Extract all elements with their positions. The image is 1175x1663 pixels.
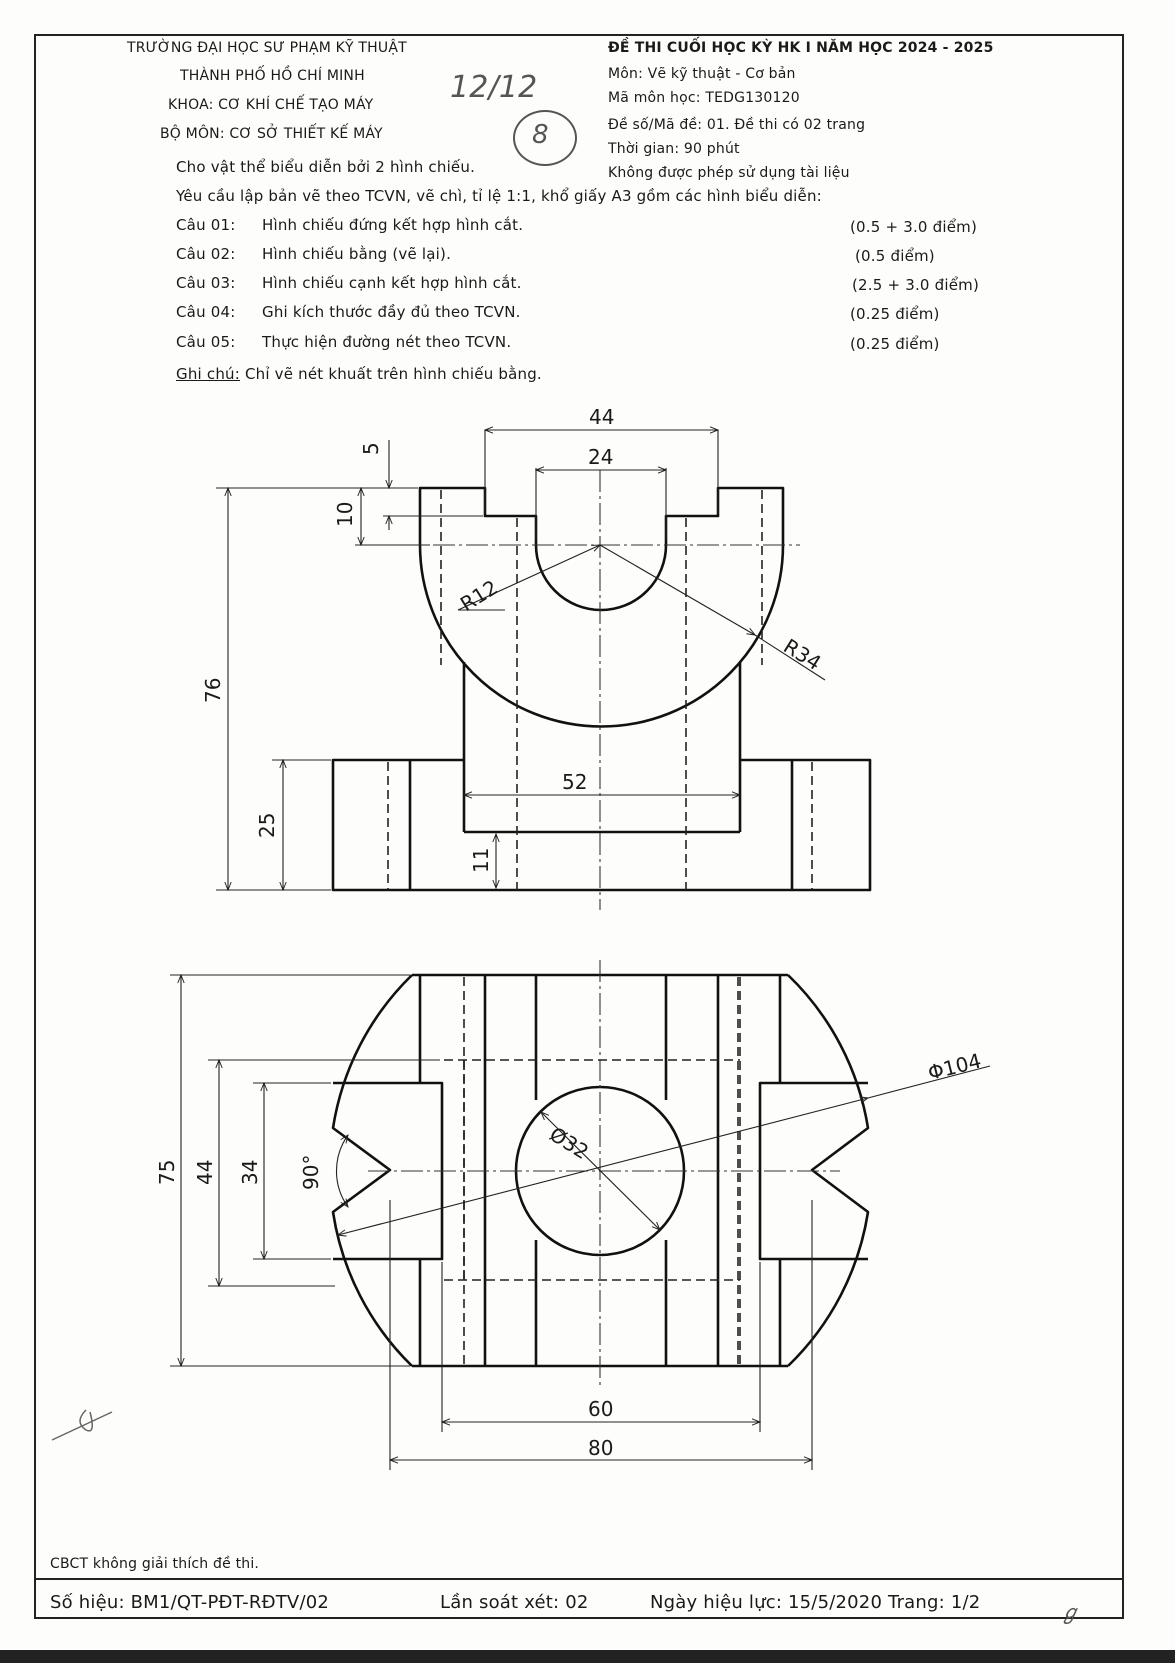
exam-code: Đề số/Mã đề: 01. Đề thi có 02 trang (608, 117, 866, 133)
dim-90deg: 90° (299, 1155, 323, 1190)
scan-bottom-edge (0, 1650, 1175, 1663)
footer-note: CBCT không giải thích đề thi. (50, 1556, 260, 1572)
dim-75: 75 (155, 1160, 179, 1185)
question-points: (0.5 điểm) (855, 247, 935, 265)
note-line: Ghi chú: Chỉ vẽ nét khuất trên hình chiế… (176, 365, 542, 383)
dim-60: 60 (588, 1397, 613, 1421)
dim-5: 5 (359, 442, 383, 455)
question-label: Câu 05: (176, 333, 236, 351)
dim-76: 76 (201, 678, 225, 703)
dim-52: 52 (562, 770, 587, 794)
materials-rule: Không được phép sử dụng tài liệu (608, 165, 850, 181)
front-hidden-lines (387, 490, 813, 890)
question-label: Câu 02: (176, 245, 236, 263)
intro-line1: Cho vật thể biểu diễn bởi 2 hình chiếu. (176, 158, 476, 176)
faculty-name: KHOA: CƠ KHÍ CHẾ TẠO MÁY (168, 97, 374, 113)
note-label: Ghi chú: (176, 365, 240, 383)
dim-34: 34 (238, 1160, 262, 1185)
dim-25: 25 (255, 813, 279, 838)
subject: Môn: Vẽ kỹ thuật - Cơ bản (608, 66, 796, 82)
front-base-right (740, 758, 872, 892)
front-view (331, 486, 872, 892)
intro-line2: Yêu cầu lập bản vẽ theo TCVN, vẽ chì, tỉ… (176, 187, 822, 205)
handwritten-circle (513, 110, 577, 166)
front-dimensions (216, 430, 826, 890)
note-text: Chỉ vẽ nét khuất trên hình chiếu bằng. (239, 365, 542, 383)
exam-title: ĐỀ THI CUỐI HỌC KỲ HK I NĂM HỌC 2024 - 2… (608, 40, 994, 56)
question-text: Ghi kích thước đầy đủ theo TCVN. (262, 303, 521, 321)
dim-10: 10 (333, 502, 357, 527)
question-label: Câu 04: (176, 303, 236, 321)
question-points: (2.5 + 3.0 điểm) (852, 276, 980, 294)
question-label: Câu 01: (176, 216, 236, 234)
top-dimensions (170, 975, 991, 1470)
dim-d32: Ø32 (545, 1122, 593, 1164)
dim-80: 80 (588, 1436, 613, 1460)
top-center-lines (368, 960, 840, 1385)
dim-24: 24 (588, 445, 613, 469)
document-id: Số hiệu: BM1/QT-PĐT-RĐTV/02 (50, 1592, 330, 1613)
effective-date-page: Ngày hiệu lực: 15/5/2020 Trang: 1/2 (650, 1592, 981, 1613)
question-text: Hình chiếu cạnh kết hợp hình cắt. (262, 274, 522, 292)
department-name: BỘ MÔN: CƠ SỞ THIẾT KẾ MÁY (160, 126, 383, 142)
school-name-line2: THÀNH PHỐ HỒ CHÍ MINH (180, 68, 365, 84)
question-text: Hình chiếu bằng (vẽ lại). (262, 245, 452, 263)
page-border (34, 34, 1124, 1619)
dim-r34: R34 (779, 634, 825, 675)
question-points: (0.5 + 3.0 điểm) (850, 218, 978, 236)
dim-11: 11 (469, 848, 493, 873)
handwritten-circle-number: 8 (532, 120, 549, 150)
footer-separator (34, 1578, 1124, 1580)
dim-44-top: 44 (193, 1160, 217, 1185)
dim-44: 44 (589, 405, 614, 429)
front-base-left (331, 758, 464, 892)
front-upper-outline (418, 486, 785, 728)
school-name-line1: TRƯỜNG ĐẠI HỌC SƯ PHẠM KỸ THUẬT (127, 40, 407, 56)
revision: Lần soát xét: 02 (440, 1592, 589, 1613)
dim-d104: Φ104 (925, 1049, 983, 1085)
handwritten-date: 12/12 (450, 70, 538, 105)
front-dimension-texts: 44 24 5 10 R12 R34 76 25 52 11 (201, 405, 825, 873)
question-points: (0.25 điểm) (850, 335, 940, 353)
question-points: (0.25 điểm) (850, 305, 940, 323)
question-text: Thực hiện đường nét theo TCVN. (262, 333, 512, 351)
handwritten-corner-mark (51, 1409, 113, 1441)
duration: Thời gian: 90 phút (608, 141, 740, 157)
question-label: Câu 03: (176, 274, 236, 292)
signature-mark: ℊ (1060, 1600, 1081, 1624)
course-code: Mã môn học: TEDG130120 (608, 90, 800, 106)
question-text: Hình chiếu đứng kết hợp hình cắt. (262, 216, 524, 234)
